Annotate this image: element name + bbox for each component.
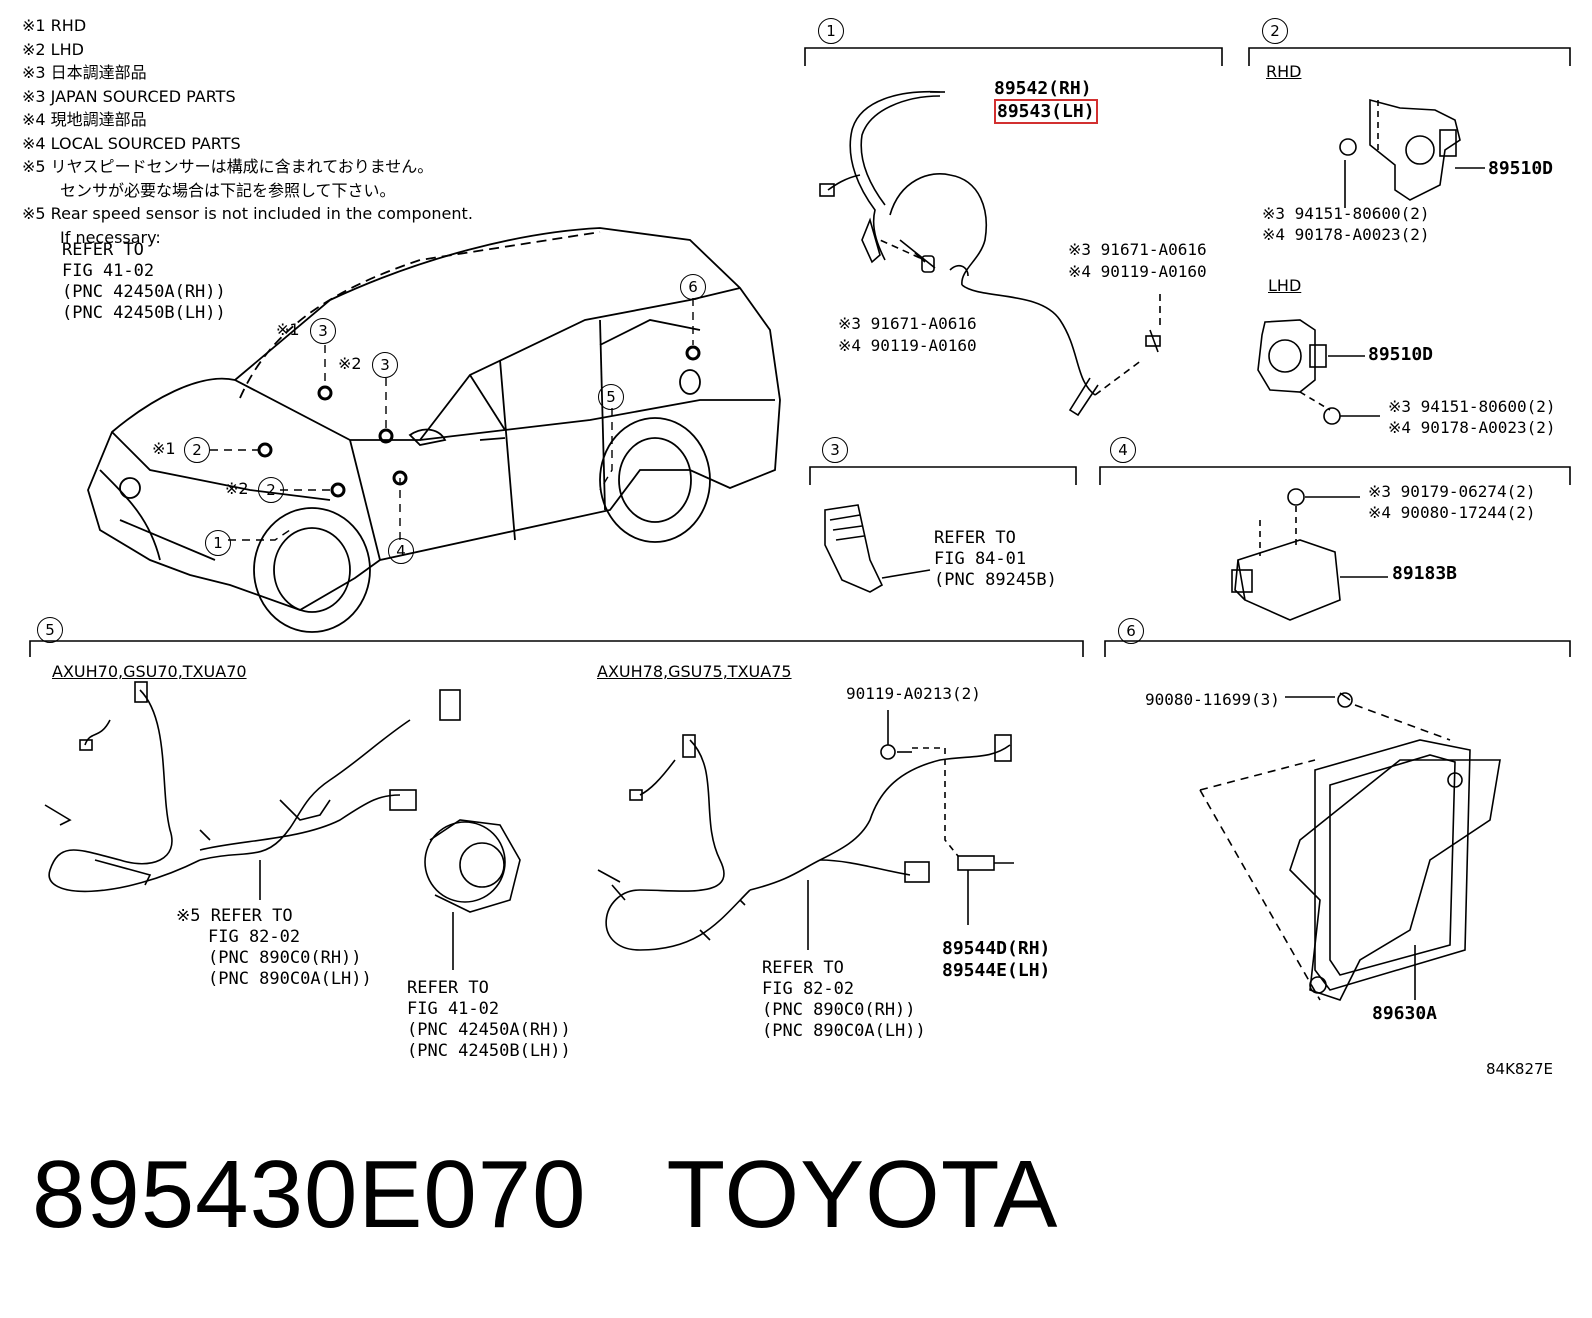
car-callout-3b-note: ※2 (338, 354, 362, 373)
car-callout-1: 1 (205, 530, 231, 556)
note-line: ※4 現地調達部品 (22, 110, 147, 129)
section-5-reference-a: ※5 REFER TO FIG 82-02 (PNC 890C0(RH)) (P… (176, 906, 372, 989)
bolt-label-s6: 90080-11699(3) (1145, 690, 1280, 709)
vehicle-label-a: AXUH70,GSU70,TXUA70 (52, 662, 247, 681)
section-1-marker: 1 (818, 18, 844, 44)
section-6-marker: 6 (1118, 618, 1144, 644)
footer-part-number: 895430E070 (32, 1141, 587, 1248)
section-5-reference-b: REFER TO FIG 82-02 (PNC 890C0(RH)) (PNC … (762, 958, 926, 1041)
yaw-rate-sensor-art (1231, 488, 1388, 621)
car-callout-leaders (210, 298, 694, 541)
bolt-label-s5: 90119-A0213(2) (846, 684, 981, 703)
car-callout-6: 6 (680, 274, 706, 300)
section-3-marker: 3 (822, 437, 848, 463)
car-callout-2a-note: ※1 (152, 439, 176, 458)
footer-brand: TOYOTA (666, 1141, 1059, 1248)
part-89510d-rhd[interactable]: 89510D (1488, 158, 1554, 179)
section-5-marker: 5 (37, 617, 63, 643)
car-callout-3a-note: ※1 (276, 320, 300, 339)
car-callout-2b-note: ※2 (225, 479, 249, 498)
part-89630a[interactable]: 89630A (1372, 1003, 1438, 1024)
section-3-reference: REFER TO FIG 84-01 (PNC 89245B) (934, 528, 1057, 590)
part-89183b[interactable]: 89183B (1392, 563, 1458, 584)
part-89544e-lh[interactable]: 89544E(LH) (942, 960, 1051, 981)
note-reference: REFER TO FIG 41-02 (PNC 42450A(RH)) (PNC… (62, 240, 226, 323)
vehicle-label-b: AXUH78,GSU75,TXUA75 (597, 662, 792, 681)
ecu-bracket-art (1199, 692, 1501, 1001)
bolt-label-s1-upper: ※3 91671-A0616 ※4 90119-A0160 (1068, 240, 1207, 281)
note-line: ※4 LOCAL SOURCED PARTS (22, 133, 241, 153)
part-89543-lh[interactable]: 89543(LH) (994, 99, 1098, 124)
note-line: ※2 LHD (22, 39, 84, 59)
note-line: ※5 Rear speed sensor is not included in … (22, 204, 473, 223)
height-sensor-art (1257, 98, 1485, 425)
bolt-label-s1-lower: ※3 91671-A0616 ※4 90119-A0160 (838, 314, 977, 355)
note-line: センサが必要な場合は下記を参照して下さい。 (60, 180, 396, 200)
rhd-label: RHD (1266, 62, 1302, 81)
nut-label-s4: ※3 90179-06274(2) ※4 90080-17244(2) (1368, 482, 1536, 522)
car-callout-5: 5 (598, 384, 624, 410)
section3-part-art (824, 504, 931, 593)
car-callout-3b: 3 (372, 352, 398, 378)
note-line: ※3 JAPAN SOURCED PARTS (22, 86, 236, 106)
section-brackets (29, 47, 1571, 657)
front-speed-sensor-art (819, 90, 1161, 417)
car-callout-3a: 3 (310, 318, 336, 344)
car-callout-2b: 2 (258, 477, 284, 503)
car-callout-4: 4 (388, 538, 414, 564)
car-callout-2a: 2 (184, 437, 210, 463)
footer-title: 895430E070 TOYOTA (32, 1140, 1138, 1250)
part-89544d-rh[interactable]: 89544D(RH) (942, 938, 1051, 959)
figure-code: 84K827E (1486, 1060, 1554, 1078)
note-line: ※3 日本調達部品 (22, 63, 147, 82)
note-line: ※1 RHD (22, 16, 87, 35)
car-callout-dots (257, 345, 701, 498)
lhd-label: LHD (1268, 276, 1302, 295)
section-2-marker: 2 (1262, 18, 1288, 44)
part-89510d-lhd[interactable]: 89510D (1368, 344, 1434, 365)
nut-label-lhd: ※3 94151-80600(2) ※4 90178-A0023(2) (1388, 397, 1556, 437)
part-89542-rh[interactable]: 89542(RH) (994, 78, 1092, 99)
notes-block: ※1 RHD ※2 LHD ※3 日本調達部品 ※3 JAPAN SOURCED… (22, 14, 473, 249)
note-line: ※5 リヤスピードセンサーは構成に含まれておりません。 (22, 157, 434, 176)
section-4-marker: 4 (1110, 437, 1136, 463)
note-line: If necessary: (60, 227, 161, 247)
rear-speed-sensor-harness-art (44, 681, 1014, 970)
highlight-box: 89543(LH) (994, 99, 1098, 124)
nut-label-rhd: ※3 94151-80600(2) ※4 90178-A0023(2) (1262, 204, 1430, 244)
hub-reference: REFER TO FIG 41-02 (PNC 42450A(RH)) (PNC… (407, 978, 571, 1061)
